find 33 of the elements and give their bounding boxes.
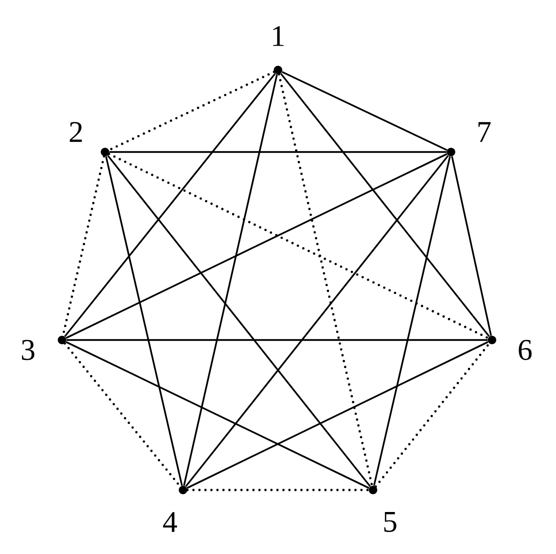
vertex-label: 5 (384, 512, 396, 532)
dotted-line (108, 70, 276, 152)
vertex-dot (368, 486, 378, 494)
edge-line (107, 154, 371, 488)
edge-line (280, 72, 490, 338)
edge-line (186, 341, 488, 489)
edge-line (64, 72, 276, 338)
edge-line (66, 341, 370, 489)
edge-line (373, 156, 451, 486)
vertex-dot (274, 66, 282, 74)
edge-line (183, 74, 278, 486)
vertex-dot (100, 148, 110, 156)
edge-line (109, 151, 447, 153)
dotted-line (374, 342, 490, 488)
vertex-label: 6 (518, 340, 532, 360)
vertex-dot (488, 336, 496, 344)
vertex-label: 2 (70, 122, 82, 142)
vertex-dot (58, 336, 66, 344)
dotted-line (278, 73, 374, 487)
dotted-line (108, 152, 490, 340)
edge-line (105, 156, 183, 486)
edge-line (282, 71, 448, 151)
vertex-label: 4 (163, 512, 178, 532)
vertex-dot (178, 486, 188, 494)
vertex-label: 1 (273, 26, 284, 46)
edge-line (66, 153, 448, 339)
edge-line (66, 339, 488, 341)
vertex-label: 7 (478, 122, 491, 142)
edge-line (185, 154, 449, 488)
vertex-dot (446, 148, 456, 156)
dotted-line (186, 488, 370, 492)
vertex-label: 3 (22, 340, 34, 360)
edge-line (451, 156, 492, 336)
